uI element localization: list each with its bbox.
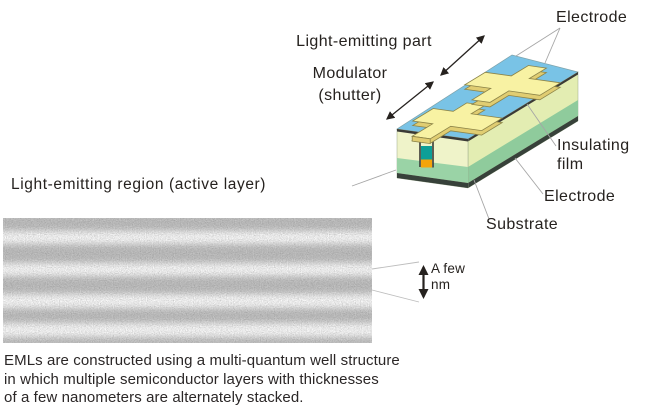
electrode-cross-left xyxy=(411,102,504,145)
caption-line2: in which multiple semiconductor layers w… xyxy=(4,370,379,388)
leader-electrode-top-right xyxy=(544,27,561,64)
tem-noise-image xyxy=(3,218,372,343)
label-electrode-top: Electrode xyxy=(556,9,628,26)
leader-insulating-film xyxy=(526,103,557,147)
leader-substrate xyxy=(473,179,490,220)
label-electrode-bottom: Electrode xyxy=(544,188,616,205)
modulator-arrow xyxy=(386,81,434,120)
light-emitting-part-arrow xyxy=(440,35,485,76)
label-substrate: Substrate xyxy=(486,216,559,233)
label-insulating-film: Insulating film xyxy=(557,136,630,174)
tem-micrograph xyxy=(3,218,372,343)
label-light-emitting-region: Light-emitting region (active layer) xyxy=(11,176,267,193)
caption-line3: of a few nanometers are alternately stac… xyxy=(4,389,304,407)
figure-caption: EMLs are constructed using a multi-quant… xyxy=(4,352,464,408)
label-insulating-line1: Insulating xyxy=(557,137,630,154)
side-face-bottom-electrode xyxy=(468,116,578,188)
front-face-bottom-electrode xyxy=(397,173,468,188)
label-modulator-line2: (shutter) xyxy=(318,87,382,104)
groove-right-edge xyxy=(432,134,434,168)
leader-electrode-top-left xyxy=(515,27,561,57)
label-insulating-line2: film xyxy=(557,156,584,173)
label-light-emitting-part: Light-emitting part xyxy=(296,33,432,50)
electrode-cross-right xyxy=(463,65,562,108)
side-face-substrate xyxy=(468,100,578,183)
leader-light-emitting-region xyxy=(351,169,397,187)
groove-left-edge xyxy=(419,132,421,167)
caption-line1: EMLs are constructed using a multi-quant… xyxy=(4,352,400,369)
active-layer-orange xyxy=(421,159,432,168)
scale-callout xyxy=(371,261,429,303)
leader-electrode-bottom xyxy=(514,157,544,195)
dimension-arrows xyxy=(386,35,485,120)
active-layer-teal xyxy=(421,146,432,160)
scale-label-line1: A few xyxy=(431,261,466,276)
scale-label-line2: nm xyxy=(431,277,451,292)
cross-overhang-face xyxy=(411,135,431,145)
leader-lines xyxy=(351,27,561,220)
label-modulator-line1: Modulator xyxy=(312,65,388,82)
front-face-substrate xyxy=(397,158,468,183)
device-illustration xyxy=(396,54,579,189)
label-scale-a-few-nm: A few nm xyxy=(431,261,465,293)
label-modulator: Modulator (shutter) xyxy=(272,63,428,107)
